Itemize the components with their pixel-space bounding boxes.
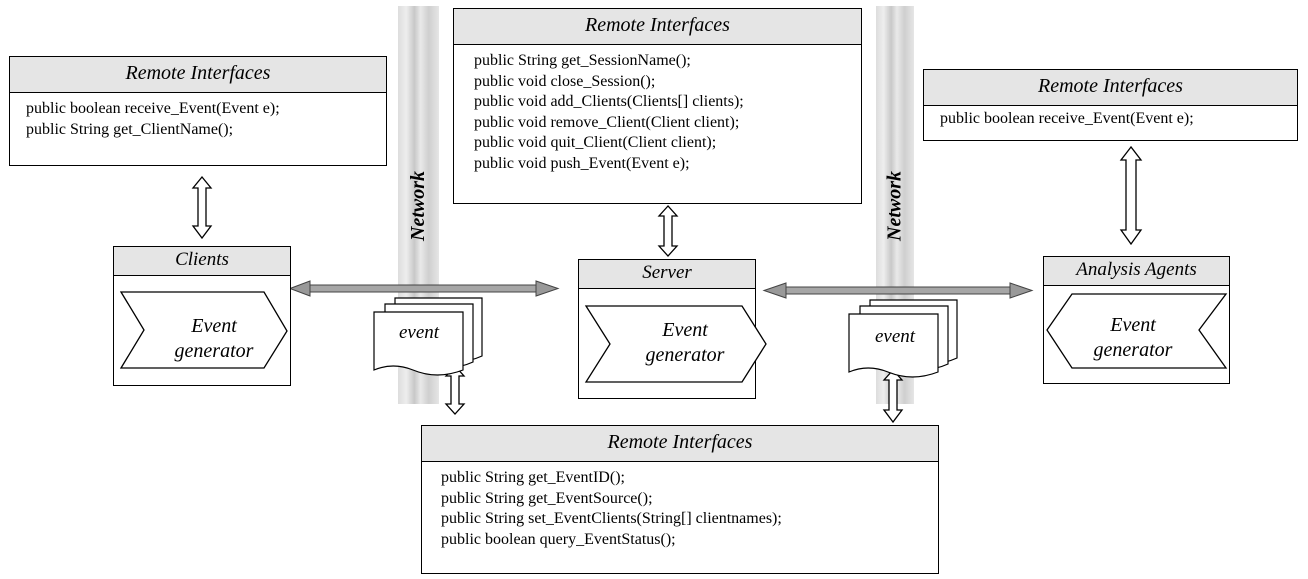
agents-generator-shape (1046, 293, 1228, 369)
event-interface-title: Remote Interfaces (422, 426, 938, 462)
client-interface-methods: public boolean receive_Event(Event e); p… (10, 93, 386, 140)
method-line: public boolean query_EventStatus(); (441, 530, 676, 548)
method-line: public boolean receive_Event(Event e); (940, 110, 1194, 127)
server-generator-label: Event generator (645, 319, 725, 366)
clients-server-arrow (288, 280, 560, 297)
server-generator-shape (584, 305, 767, 383)
vertical-arrows (191, 145, 1143, 424)
clients-generator-label: Event generator (174, 315, 254, 362)
method-line: public String get_EventID(); (441, 469, 625, 486)
method-line: public void remove_Client(Client client)… (474, 113, 740, 131)
event-stack-left (373, 297, 483, 376)
server-interface-title: Remote Interfaces (454, 9, 861, 45)
method-line: public String get_ClientName(); (26, 120, 234, 138)
server-interface-methods: public String get_SessionName(); public … (454, 45, 861, 174)
server-agents-arrow (762, 282, 1034, 299)
agents-generator-label: Event generator (1093, 314, 1173, 361)
server-component: Server Event generator (578, 259, 767, 399)
analysis-agents-title: Analysis Agents (1044, 257, 1229, 286)
client-interface-title: Remote Interfaces (10, 57, 386, 93)
method-line: public String get_EventSource(); (441, 489, 653, 507)
server-title: Server (579, 260, 755, 289)
event-right-label: event (874, 326, 916, 347)
clients-generator-shape (119, 291, 288, 369)
method-line: public String get_SessionName(); (474, 52, 691, 69)
client-interface-box: Remote Interfaces public boolean receive… (9, 56, 387, 166)
event-interface-methods: public String get_EventID(); public Stri… (422, 462, 938, 550)
method-line: public void quit_Client(Client client); (474, 134, 717, 151)
method-line: public String set_EventClients(String[] … (441, 510, 782, 527)
event-stack-right (848, 299, 958, 378)
method-line: public void add_Clients(Clients[] client… (474, 93, 744, 110)
server-interface-box: Remote Interfaces public String get_Sess… (453, 8, 862, 204)
agent-interface-box: Remote Interfaces public boolean receive… (923, 69, 1298, 141)
agent-interface-title: Remote Interfaces (924, 70, 1297, 106)
analysis-agents-component: Analysis Agents Event generator (1043, 256, 1230, 384)
event-left-label: event (398, 322, 440, 343)
method-line: public boolean receive_Event(Event e); (26, 100, 280, 117)
clients-component: Clients Event generator (113, 246, 291, 386)
method-line: public void push_Event(Event e); (474, 154, 690, 172)
clients-title: Clients (114, 247, 290, 276)
event-interface-box: Remote Interfaces public String get_Even… (421, 425, 939, 574)
agent-interface-methods: public boolean receive_Event(Event e); (924, 106, 1297, 130)
method-line: public void close_Session(); (474, 72, 656, 90)
